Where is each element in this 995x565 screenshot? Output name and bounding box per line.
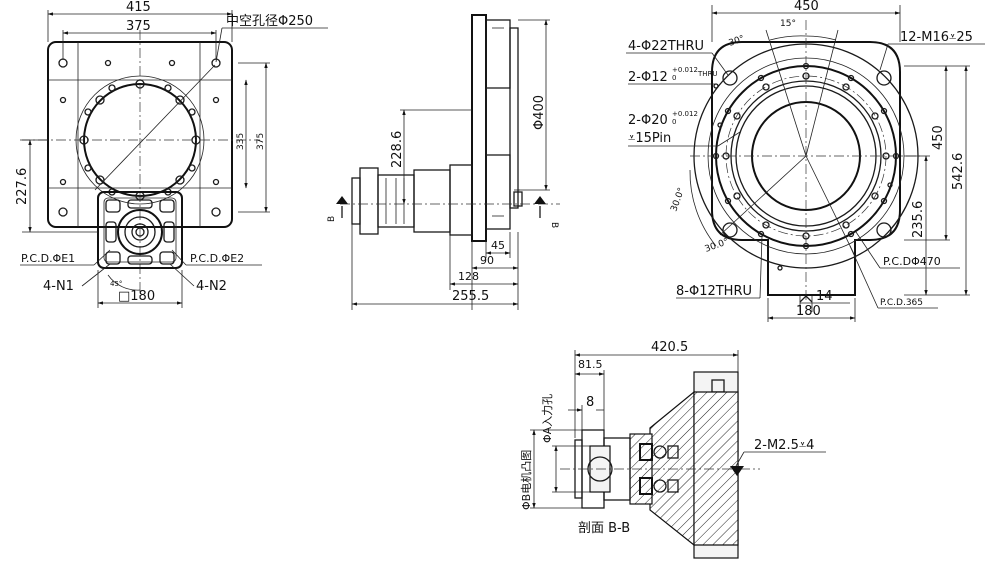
dim-450-vertical: 450 [931, 125, 946, 150]
dim-255-5: 255.5 [452, 289, 489, 304]
front-view: 415 375 中空孔径Φ250 335 375 227.6 P.C.D.ΦE1… [15, 0, 328, 308]
pcd-bolt-holes [712, 62, 900, 250]
dim-square-180: □180 [118, 289, 155, 304]
motor-flange [97, 191, 183, 269]
n1-label: 4-N1 [43, 279, 74, 294]
dim-180: 180 [796, 304, 821, 319]
m2-5-label: 2-M2.5⩡4 [754, 438, 814, 453]
pcd-470-label: P.C.DΦ470 [883, 255, 941, 268]
holes-12-label: 2-Φ12 [628, 70, 668, 85]
dim-375-vertical: 375 [256, 133, 266, 150]
holes-12-tol-zero: 0 [672, 74, 676, 82]
m16-label: 12-M16⩡25 [900, 30, 973, 45]
holes-12-tol: +0.012 [672, 66, 698, 74]
phi-a-label: ΦA入力孔 [541, 394, 554, 443]
side-view: 228.6 Φ400 B B 45 90 128 255.5 [327, 14, 560, 310]
holes-20-tol-zero: 0 [672, 118, 676, 126]
dim-235-6: 235.6 [911, 201, 926, 238]
dim-450-top: 450 [794, 0, 819, 14]
side-table [471, 14, 487, 242]
section-view: 420.5 81.5 8 ΦA入力孔 ΦB电机凸图 2-M2.5⩡4 剖面 B-… [519, 340, 826, 559]
dim-228-6: 228.6 [390, 131, 405, 168]
hollow-hole-label: 中空孔径Φ250 [226, 14, 313, 29]
section-b-right: B [549, 222, 559, 228]
angle-30-bottom: 30.0° [704, 237, 730, 255]
holes-12-thru: THRU [697, 70, 718, 78]
section-title: 剖面 B-B [578, 521, 630, 536]
dim-227-6: 227.6 [15, 168, 30, 205]
dim-335: 335 [236, 133, 246, 150]
front-plate-outline [47, 41, 233, 228]
dim-phi-400: Φ400 [532, 95, 547, 130]
pin-15-label: ⩡15Pin [628, 131, 671, 146]
angle-30-top: 30° [728, 34, 746, 49]
section-housing [649, 390, 695, 547]
dim-542-6: 542.6 [951, 153, 966, 190]
dim-375: 375 [126, 19, 151, 34]
dim-8: 8 [586, 395, 594, 410]
dim-415: 415 [126, 0, 151, 15]
holes-20-tol: +0.012 [672, 110, 698, 118]
holes-22-label: 4-Φ22THRU [628, 39, 704, 54]
right-view: 30° 15° 30.0° 30.0° 450 4-Φ22THRU 2-Φ12 … [626, 0, 985, 322]
dim-420-5: 420.5 [651, 340, 688, 355]
phi-b-label: ΦB电机凸图 [519, 450, 533, 510]
angle-45-label: 45° [110, 280, 122, 288]
holes-thru-12-label: 8-Φ12THRU [676, 284, 752, 299]
angle-30-left: 30.0° [669, 187, 687, 213]
dim-90: 90 [480, 254, 494, 267]
holes-20-label: 2-Φ20 [628, 113, 668, 128]
pcd-365-label: P.C.D.365 [880, 298, 923, 308]
pcd-e1-label: P.C.D.ΦE1 [21, 252, 75, 265]
dim-45: 45 [491, 239, 505, 252]
flange-pockets [105, 199, 175, 265]
dim-14: 14 [816, 289, 833, 304]
section-b-left: B [327, 216, 337, 222]
n2-label: 4-N2 [196, 279, 227, 294]
angle-15: 15° [780, 19, 796, 29]
dim-81-5: 81.5 [578, 358, 603, 371]
pcd-e2-label: P.C.D.ΦE2 [190, 252, 244, 265]
dim-128: 128 [458, 270, 479, 283]
